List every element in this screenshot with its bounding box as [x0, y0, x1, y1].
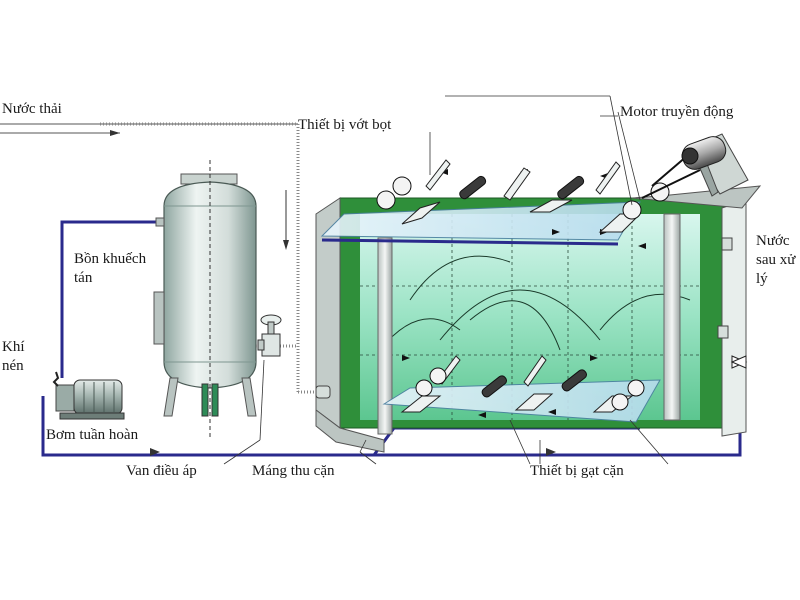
label-treated-water: Nước sau xử lý: [756, 233, 796, 287]
flow-arrow: [150, 448, 160, 456]
sludge-scraper: [400, 355, 645, 413]
circulation-pump: [52, 371, 125, 420]
inflow-pipe: [0, 122, 316, 394]
label-circulation-pump: Bơm tuần hoàn: [46, 427, 139, 443]
leader-lines: [223, 95, 669, 465]
drive-motor: [641, 133, 749, 199]
foam-skimmer: [376, 159, 670, 233]
flotation-tank: [315, 185, 762, 453]
label-drive-motor: Motor truyền động: [620, 104, 734, 120]
label-pressure-valve: Van điều áp: [126, 463, 197, 479]
label-waste-water: Nước thải: [2, 101, 62, 117]
label-sludge-scraper: Thiết bị gạt cặn: [530, 463, 624, 479]
treated-water-outlet: [315, 237, 748, 399]
diffusion-tank: [153, 160, 257, 440]
label-sludge-channel: Máng thu cặn: [252, 463, 335, 479]
label-foam-skimmer: Thiết bị vớt bọt: [298, 117, 392, 133]
label-compressed-air: Khí nén: [2, 339, 25, 374]
flow-arrow: [546, 448, 556, 456]
pressure-valve: [256, 314, 296, 357]
label-diffusion-tank: Bồn khuếch tán: [74, 251, 147, 286]
